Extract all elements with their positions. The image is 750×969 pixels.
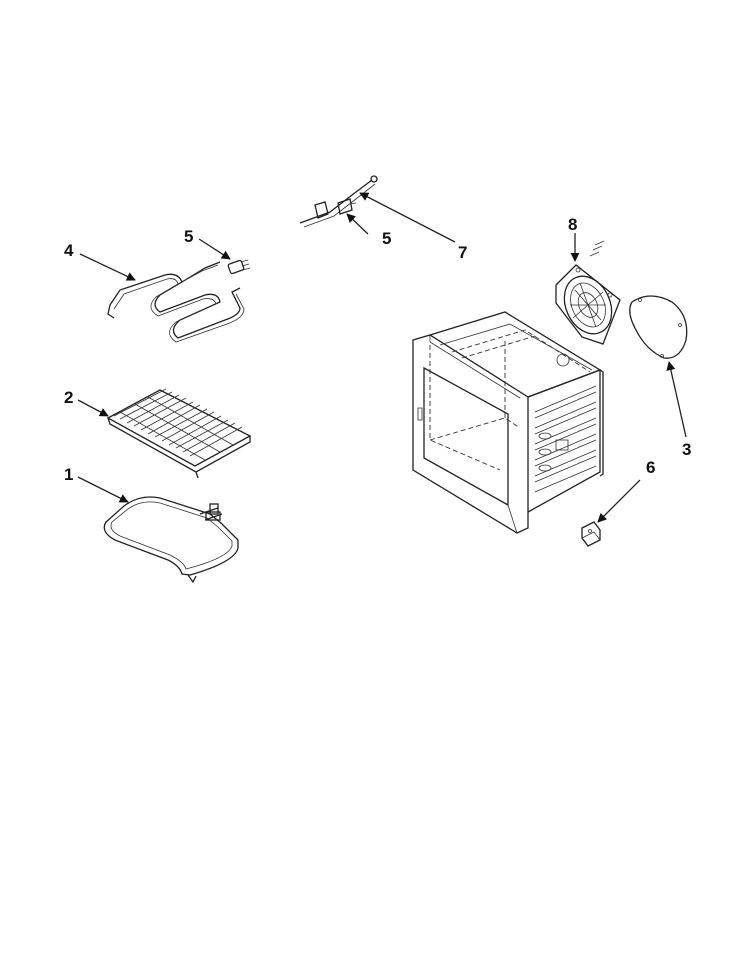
callout-7: 7 — [458, 243, 467, 262]
heating-element-part — [107, 261, 245, 343]
callout-1: 1 — [64, 465, 73, 484]
screw-part — [227, 259, 251, 275]
bracket-part — [581, 521, 601, 547]
callout-6: 6 — [646, 458, 655, 477]
callout-5-screw: 5 — [184, 227, 193, 246]
callout-4: 4 — [64, 241, 74, 260]
callout-8: 8 — [568, 215, 577, 234]
callout-5-sensor: 5 — [382, 229, 391, 248]
callout-3: 3 — [682, 440, 691, 459]
convection-fan-part — [555, 240, 621, 345]
callout-2: 2 — [64, 388, 73, 407]
oven-rack-part — [106, 388, 252, 479]
oven-cavity-part — [412, 311, 604, 534]
temperature-sensor-part — [299, 175, 378, 228]
leader-lines — [77, 192, 687, 523]
gasket-part — [629, 295, 688, 359]
bake-element-part — [103, 496, 239, 584]
